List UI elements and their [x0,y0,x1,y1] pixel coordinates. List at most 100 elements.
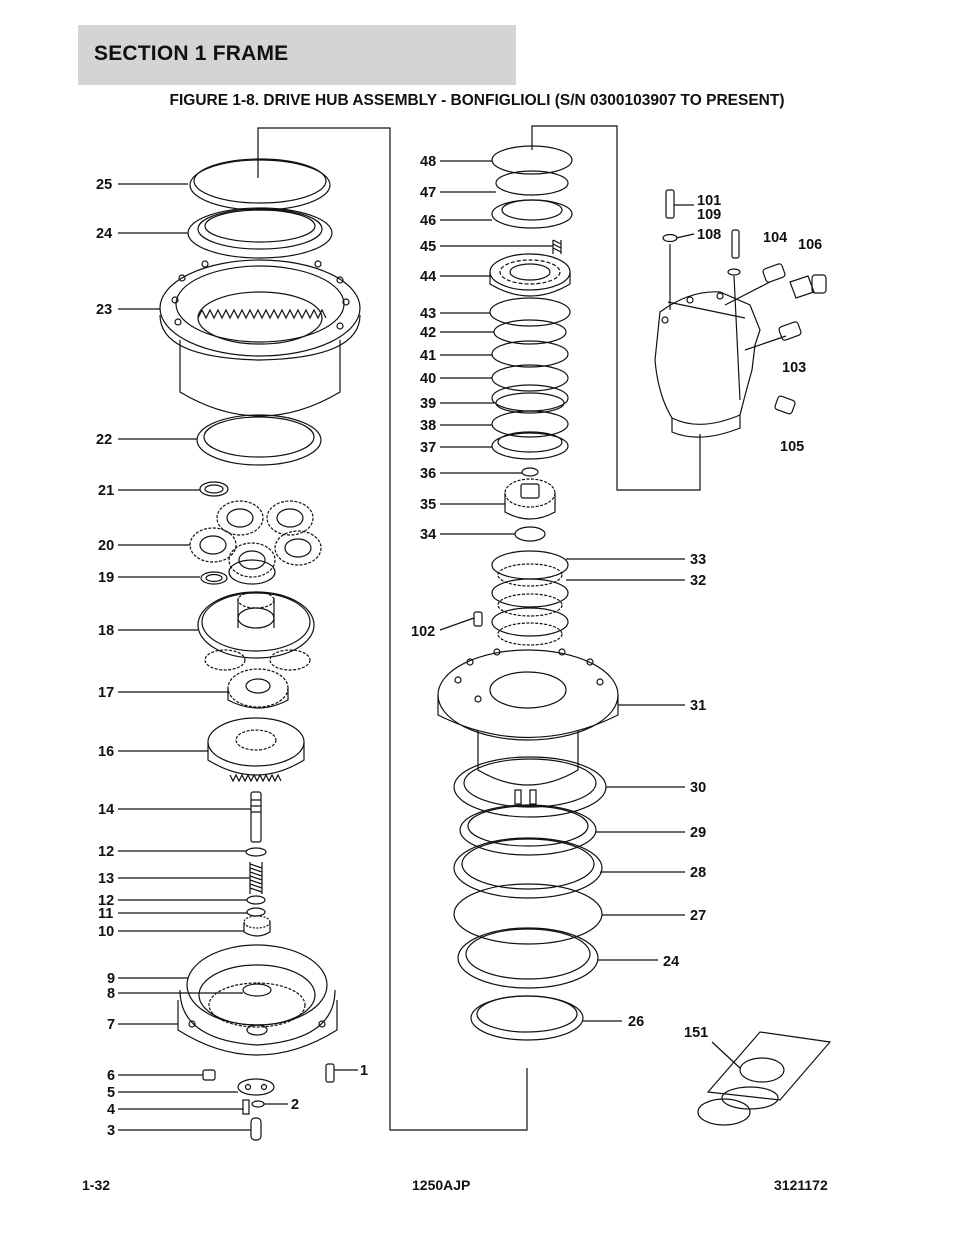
part-31-flange [437,648,619,805]
part-28-ring [453,837,603,899]
callout-104: 104 [763,230,787,246]
part-101-bolt [665,189,675,219]
callout-28: 28 [690,865,706,881]
callout-2: 2 [291,1097,299,1113]
callout-21: 21 [98,483,114,499]
callout-26: 26 [628,1014,644,1030]
callout-25: 25 [96,177,112,193]
callout-4: 4 [107,1102,115,1118]
part-22-ring [196,414,322,466]
part-10-gear [243,915,271,937]
part-29-bearing [459,804,597,856]
section-header: SECTION 1 FRAME [78,25,516,85]
callout-19: 19 [98,570,114,586]
part-106-elbow [789,274,827,299]
callout-5: 5 [107,1085,115,1101]
part-2-washer [251,1100,265,1108]
part-1-bolt [325,1063,335,1083]
part-103-fitting [778,321,802,341]
callout-22: 22 [96,432,112,448]
part-35-gear [504,478,556,520]
callout-31: 31 [690,698,706,714]
callout-13: 13 [98,871,114,887]
callout-103: 103 [782,360,806,376]
callout-11: 11 [98,906,113,922]
part-27-ring [453,883,603,945]
callout-101: 101 [697,193,721,209]
callout-9: 9 [107,971,115,987]
part-18-carrier [197,591,315,671]
callout-24-lower: 24 [663,954,679,970]
callout-20: 20 [98,538,114,554]
part-24b-seal [457,927,599,989]
part-3-pin [250,1117,262,1141]
callout-42: 42 [420,325,436,341]
callout-33: 33 [690,552,706,568]
callout-105: 105 [780,439,804,455]
part-7-spindle [177,944,338,1056]
part-13-spring [249,862,263,894]
part-motor [654,291,761,445]
callout-1: 1 [360,1063,368,1079]
footer-page-number: 1-32 [82,1177,111,1193]
callout-37: 37 [420,440,436,456]
callout-23: 23 [96,302,112,318]
callout-30: 30 [690,780,706,796]
part-48-ring [491,145,573,175]
callout-46: 46 [420,213,436,229]
callout-102: 102 [411,624,435,640]
footer-model: 1250AJP [412,1177,471,1193]
callout-29: 29 [690,825,706,841]
part-5-plate [237,1078,275,1096]
callout-36: 36 [420,466,436,482]
callout-12-bottom: 12 [98,893,114,909]
part-14-shaft [250,791,262,843]
bracket-right [531,125,701,491]
callout-151: 151 [684,1025,708,1041]
callout-24: 24 [96,226,112,242]
callout-10: 10 [98,924,114,940]
part-4-screw [242,1099,250,1115]
part-45-spring [552,239,562,254]
callout-43: 43 [420,306,436,322]
callout-47: 47 [420,185,436,201]
callout-7: 7 [107,1017,115,1033]
part-104-fitting [762,263,786,283]
part-21-washer [199,481,229,497]
part-44-bearing [489,253,571,297]
callout-40: 40 [420,371,436,387]
part-23-housing [159,259,361,417]
callout-35: 35 [420,497,436,513]
callout-45: 45 [420,239,436,255]
callout-16: 16 [98,744,114,760]
part-8-seal [242,983,272,997]
part-151-kit [697,1031,832,1126]
callout-32: 32 [690,573,706,589]
callout-14: 14 [98,802,114,818]
part-34-ring [514,526,546,542]
part-6-plug [202,1069,216,1081]
section-title: SECTION 1 FRAME [94,42,289,65]
part-20-gears [189,500,322,585]
part-33-32-discs [491,550,569,646]
callout-108: 108 [697,227,721,243]
part-102-fitting [473,611,483,627]
callout-8: 8 [107,986,115,1002]
callout-17: 17 [98,685,114,701]
callout-48: 48 [420,154,436,170]
part-19-washer [200,571,228,585]
callout-44: 44 [420,269,436,285]
callout-38: 38 [420,418,436,434]
part-30-seal [453,756,607,818]
footer-doc-number: 3121172 [774,1177,828,1193]
part-105-fitting [774,395,796,415]
callout-34: 34 [420,527,436,543]
callout-39: 39 [420,396,436,412]
callout-41: 41 [420,348,436,364]
bracket-left [257,127,528,1131]
callout-18: 18 [98,623,114,639]
callout-6: 6 [107,1068,115,1084]
part-16-carrier [207,717,305,783]
part-17-sun-gear [227,668,289,709]
